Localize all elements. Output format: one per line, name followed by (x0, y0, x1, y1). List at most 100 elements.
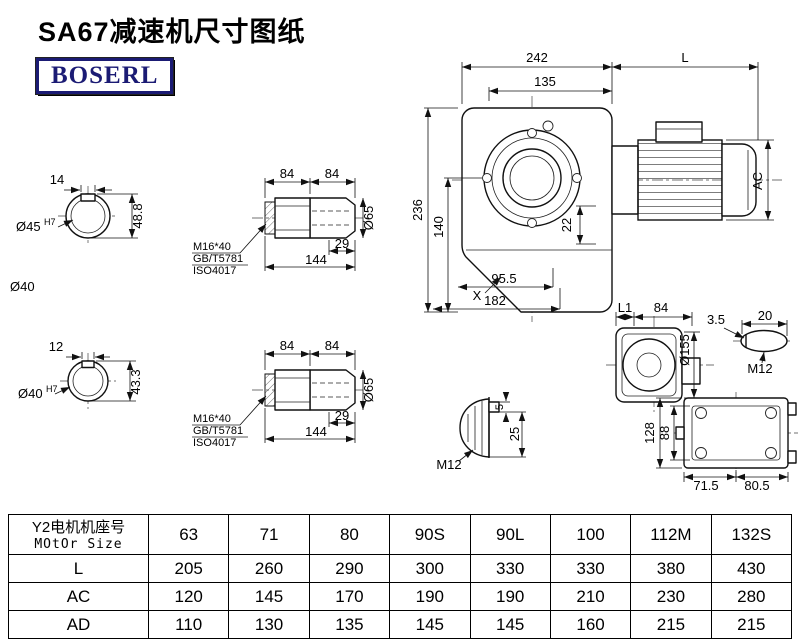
dim-144: 144 (305, 252, 327, 267)
fan-cowl (721, 143, 757, 217)
label-dia40: Ø40 (10, 279, 35, 294)
size-col: 63 (147, 514, 230, 555)
dim-12: 12 (49, 339, 63, 354)
row-label: AD (8, 610, 149, 639)
dim-242: 242 (526, 50, 548, 65)
dim-144: 144 (305, 424, 327, 439)
terminal-box (655, 121, 703, 143)
dim-22: 22 (559, 218, 574, 232)
table-header-row: Y2电机机座号 MOtOr Size 63 71 80 90S 90L 100 … (8, 514, 793, 555)
label-dia45: Ø45 (16, 219, 41, 234)
bottom-view: 128 88 71.5 80.5 (642, 392, 798, 493)
dim-dia65: Ø65 (361, 378, 376, 403)
label-std-gb: GB/T5781 (193, 253, 243, 265)
label-std-iso: ISO4017 (193, 265, 236, 277)
motor-size-table: Y2电机机座号 MOtOr Size 63 71 80 90S 90L 100 … (8, 514, 793, 639)
shaft-end-view-bottom: 12 Ø40 H7 43.3 (18, 339, 143, 409)
dim-140: 140 (431, 216, 446, 238)
shaft-end-m12-view: 20 3.5 M12 (707, 308, 793, 376)
row-label: AC (8, 582, 149, 611)
table-cell: 130 (228, 610, 310, 639)
shaft-end-view-top: 14 Ø45 H7 48.8 Ø40 (10, 172, 145, 294)
dim-128: 128 (642, 422, 657, 444)
dim-14: 14 (50, 172, 64, 187)
table-cell: 110 (147, 610, 230, 639)
keyway (80, 193, 96, 202)
dim-135: 135 (534, 74, 556, 89)
table-cell: 290 (308, 554, 391, 583)
dim-236: 236 (410, 199, 425, 221)
dim-L1: L1 (618, 300, 632, 315)
table-cell: 135 (308, 610, 391, 639)
label-dia40h7: Ø40 (18, 386, 43, 401)
dim-20: 20 (758, 308, 772, 323)
dim-84-b: 84 (325, 166, 339, 181)
label-bolt: M16*40 (193, 241, 231, 253)
table-cell: 170 (308, 582, 391, 611)
label-x: X (473, 288, 482, 303)
key-detail-view: 5 25 M12 (436, 392, 526, 472)
size-col: 80 (308, 514, 391, 555)
label-m12-side: M12 (747, 361, 772, 376)
dim-dia65: Ø65 (361, 206, 376, 231)
row-label: L (8, 554, 149, 583)
table-cell: 120 (147, 582, 230, 611)
table-cell: 215 (630, 610, 712, 639)
table-cell: 145 (228, 582, 310, 611)
size-col: 90S (389, 514, 471, 555)
side-view: L1 84 Ø155 (606, 300, 714, 412)
dim-dia155: Ø155 (677, 334, 692, 366)
table-cell: 215 (710, 610, 793, 639)
table-cell: 430 (710, 554, 793, 583)
dim-182: 182 (484, 293, 506, 308)
boserl-logo: BOSERL (34, 57, 175, 95)
dim-25: 25 (507, 427, 522, 441)
table-row-AC: AC 120 145 170 190 190 210 230 280 (8, 582, 793, 611)
page-title: SA67减速机尺寸图纸 (38, 17, 306, 47)
size-col: 90L (469, 514, 551, 555)
shaft-detail-top: 84 84 Ø65 29 144 M16*40 GB/T5781 ISO4017 (192, 166, 376, 277)
label-dia45-tol: H7 (44, 217, 56, 227)
size-col: 112M (630, 514, 712, 555)
table-cell: 280 (710, 582, 793, 611)
dim-3-5: 3.5 (707, 312, 725, 327)
table-cell: 160 (549, 610, 632, 639)
table-cell: 230 (630, 582, 712, 611)
table-cell: 205 (147, 554, 230, 583)
motor-flange (611, 145, 639, 215)
main-view: 242 L 135 236 140 AC 22 95.5 182 (410, 50, 782, 322)
shaft-detail-bottom: 84 84 Ø65 29 144 M16*40 GB/T5781 ISO4017 (192, 338, 376, 449)
motor-size-label-cn: Y2电机机座号 (31, 518, 126, 536)
dim-L: L (681, 50, 688, 65)
keyway (81, 360, 95, 369)
table-cell: 145 (389, 610, 471, 639)
size-col: 71 (228, 514, 310, 555)
label-std-gb: GB/T5781 (193, 425, 243, 437)
dim-48-8: 48.8 (130, 203, 145, 228)
table-cell: 380 (630, 554, 712, 583)
size-col: 132S (710, 514, 793, 555)
label-dia40h7-tol: H7 (46, 384, 58, 394)
dim-88: 88 (657, 426, 672, 440)
dim-71-5: 71.5 (693, 478, 718, 493)
table-cell: 330 (549, 554, 632, 583)
dim-95-5: 95.5 (491, 271, 516, 286)
dim-84-a: 84 (280, 338, 294, 353)
table-row-L: L 205 260 290 300 330 330 380 430 (8, 554, 793, 583)
table-cell: 190 (389, 582, 471, 611)
size-col: 100 (549, 514, 632, 555)
label-bolt: M16*40 (193, 413, 231, 425)
dim-5: 5 (494, 404, 506, 410)
table-cell: 330 (469, 554, 551, 583)
dim-80-5: 80.5 (744, 478, 769, 493)
motor-size-label-en: MOtOr Size (34, 536, 123, 552)
label-std-iso: ISO4017 (193, 437, 236, 449)
dim-84-b: 84 (325, 338, 339, 353)
label-m12-key: M12 (436, 457, 461, 472)
dim-AC: AC (750, 172, 765, 190)
table-cell: 260 (228, 554, 310, 583)
dim-43-3: 43.3 (128, 369, 143, 394)
dim-84-a: 84 (280, 166, 294, 181)
dim-84-side: 84 (654, 300, 668, 315)
table-row-AD: AD 110 130 135 145 145 160 215 215 (8, 610, 793, 639)
